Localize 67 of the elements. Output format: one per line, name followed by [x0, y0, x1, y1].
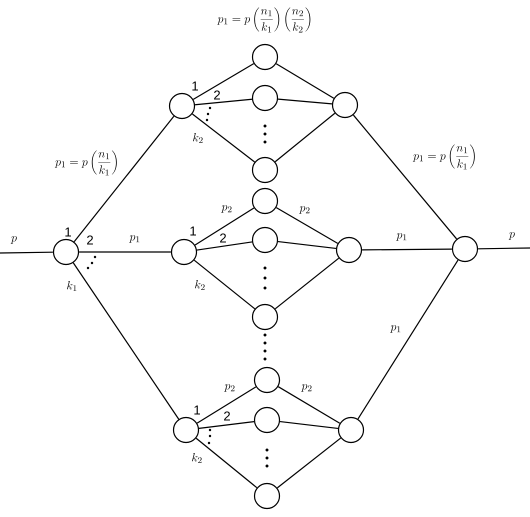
edge-label: $p_1 = p\left(\frac{n_1}{k_1}\right)$: [412, 144, 478, 170]
circle-node: [252, 304, 278, 330]
connector-line: [194, 98, 252, 106]
connector-line: [0, 252, 53, 254]
connector-line: [352, 114, 458, 240]
connector-line: [74, 116, 174, 242]
connector-line: [72, 262, 180, 420]
branch-label: $k_1$: [67, 280, 76, 292]
edge-label: $p_2$: [220, 204, 234, 214]
circle-node: [168, 92, 196, 120]
connector-line: [276, 438, 342, 488]
edge-label: $p_2$: [224, 383, 236, 393]
edge-label: $p$: [10, 235, 18, 245]
connector-line: [79, 251, 171, 253]
circle-node: [254, 406, 280, 434]
connector-line: [274, 112, 336, 162]
circle-node: [252, 44, 278, 70]
connector-line: [274, 258, 340, 310]
connector-line: [278, 240, 336, 250]
edge-label: $p_2$: [300, 383, 314, 393]
edge-label: $p_1$: [128, 234, 142, 244]
branch-label: 2: [220, 233, 226, 243]
circle-node: [336, 236, 362, 264]
connector-line: [192, 114, 255, 162]
edge-label: $p_1$: [396, 232, 408, 242]
connector-line: [198, 421, 254, 429]
branch-label: 1: [65, 228, 71, 236]
circle-node: [170, 238, 198, 266]
edge-label: $p$: [508, 231, 516, 241]
connector-line: [278, 98, 332, 104]
connector-line: [276, 207, 338, 244]
branch-label: 2: [224, 411, 230, 421]
branch-label: 2: [214, 90, 220, 100]
circle-node: [452, 236, 478, 262]
connector-line: [194, 260, 256, 310]
circle-node: [254, 366, 280, 394]
branch-label: $k_2$: [195, 280, 205, 290]
connector-line: [194, 207, 254, 246]
circle-node: [52, 238, 80, 266]
circle-node: [254, 482, 280, 510]
circle-node: [338, 416, 364, 444]
branch-label: $k_2$: [192, 452, 202, 464]
branch-label: $k_2$: [193, 132, 203, 144]
connector-line: [196, 241, 252, 251]
circle-node: [252, 84, 278, 112]
branch-label: 2: [87, 235, 93, 245]
circle-node: [252, 156, 278, 184]
formula-label: $p_1 = p\left(\frac{n_1}{k_1}\right)\left(\frac{n_2}{k_2}\right)$: [217, 8, 310, 32]
edge-label: $p_2$: [298, 205, 312, 215]
branch-label: 1: [192, 82, 198, 90]
connector-line: [362, 248, 452, 250]
circle-node: [252, 226, 278, 254]
connector-line: [357, 260, 459, 420]
edge-label: $p_1 = p\left(\frac{n_1}{k_1}\right)$: [54, 150, 120, 176]
edge-label: $p_1$: [390, 324, 402, 334]
circle-node: [252, 188, 278, 214]
connector-line: [278, 386, 340, 424]
connector-line: [478, 247, 530, 250]
circle-node: [172, 416, 200, 444]
connector-line: [196, 386, 256, 424]
branch-label: 1: [194, 406, 200, 414]
connector-line: [192, 63, 254, 100]
branch-label: 1: [190, 226, 196, 236]
circle-node: [332, 92, 358, 118]
connector-line: [280, 420, 338, 430]
connector-line: [196, 438, 258, 488]
connector-line: [276, 63, 334, 99]
